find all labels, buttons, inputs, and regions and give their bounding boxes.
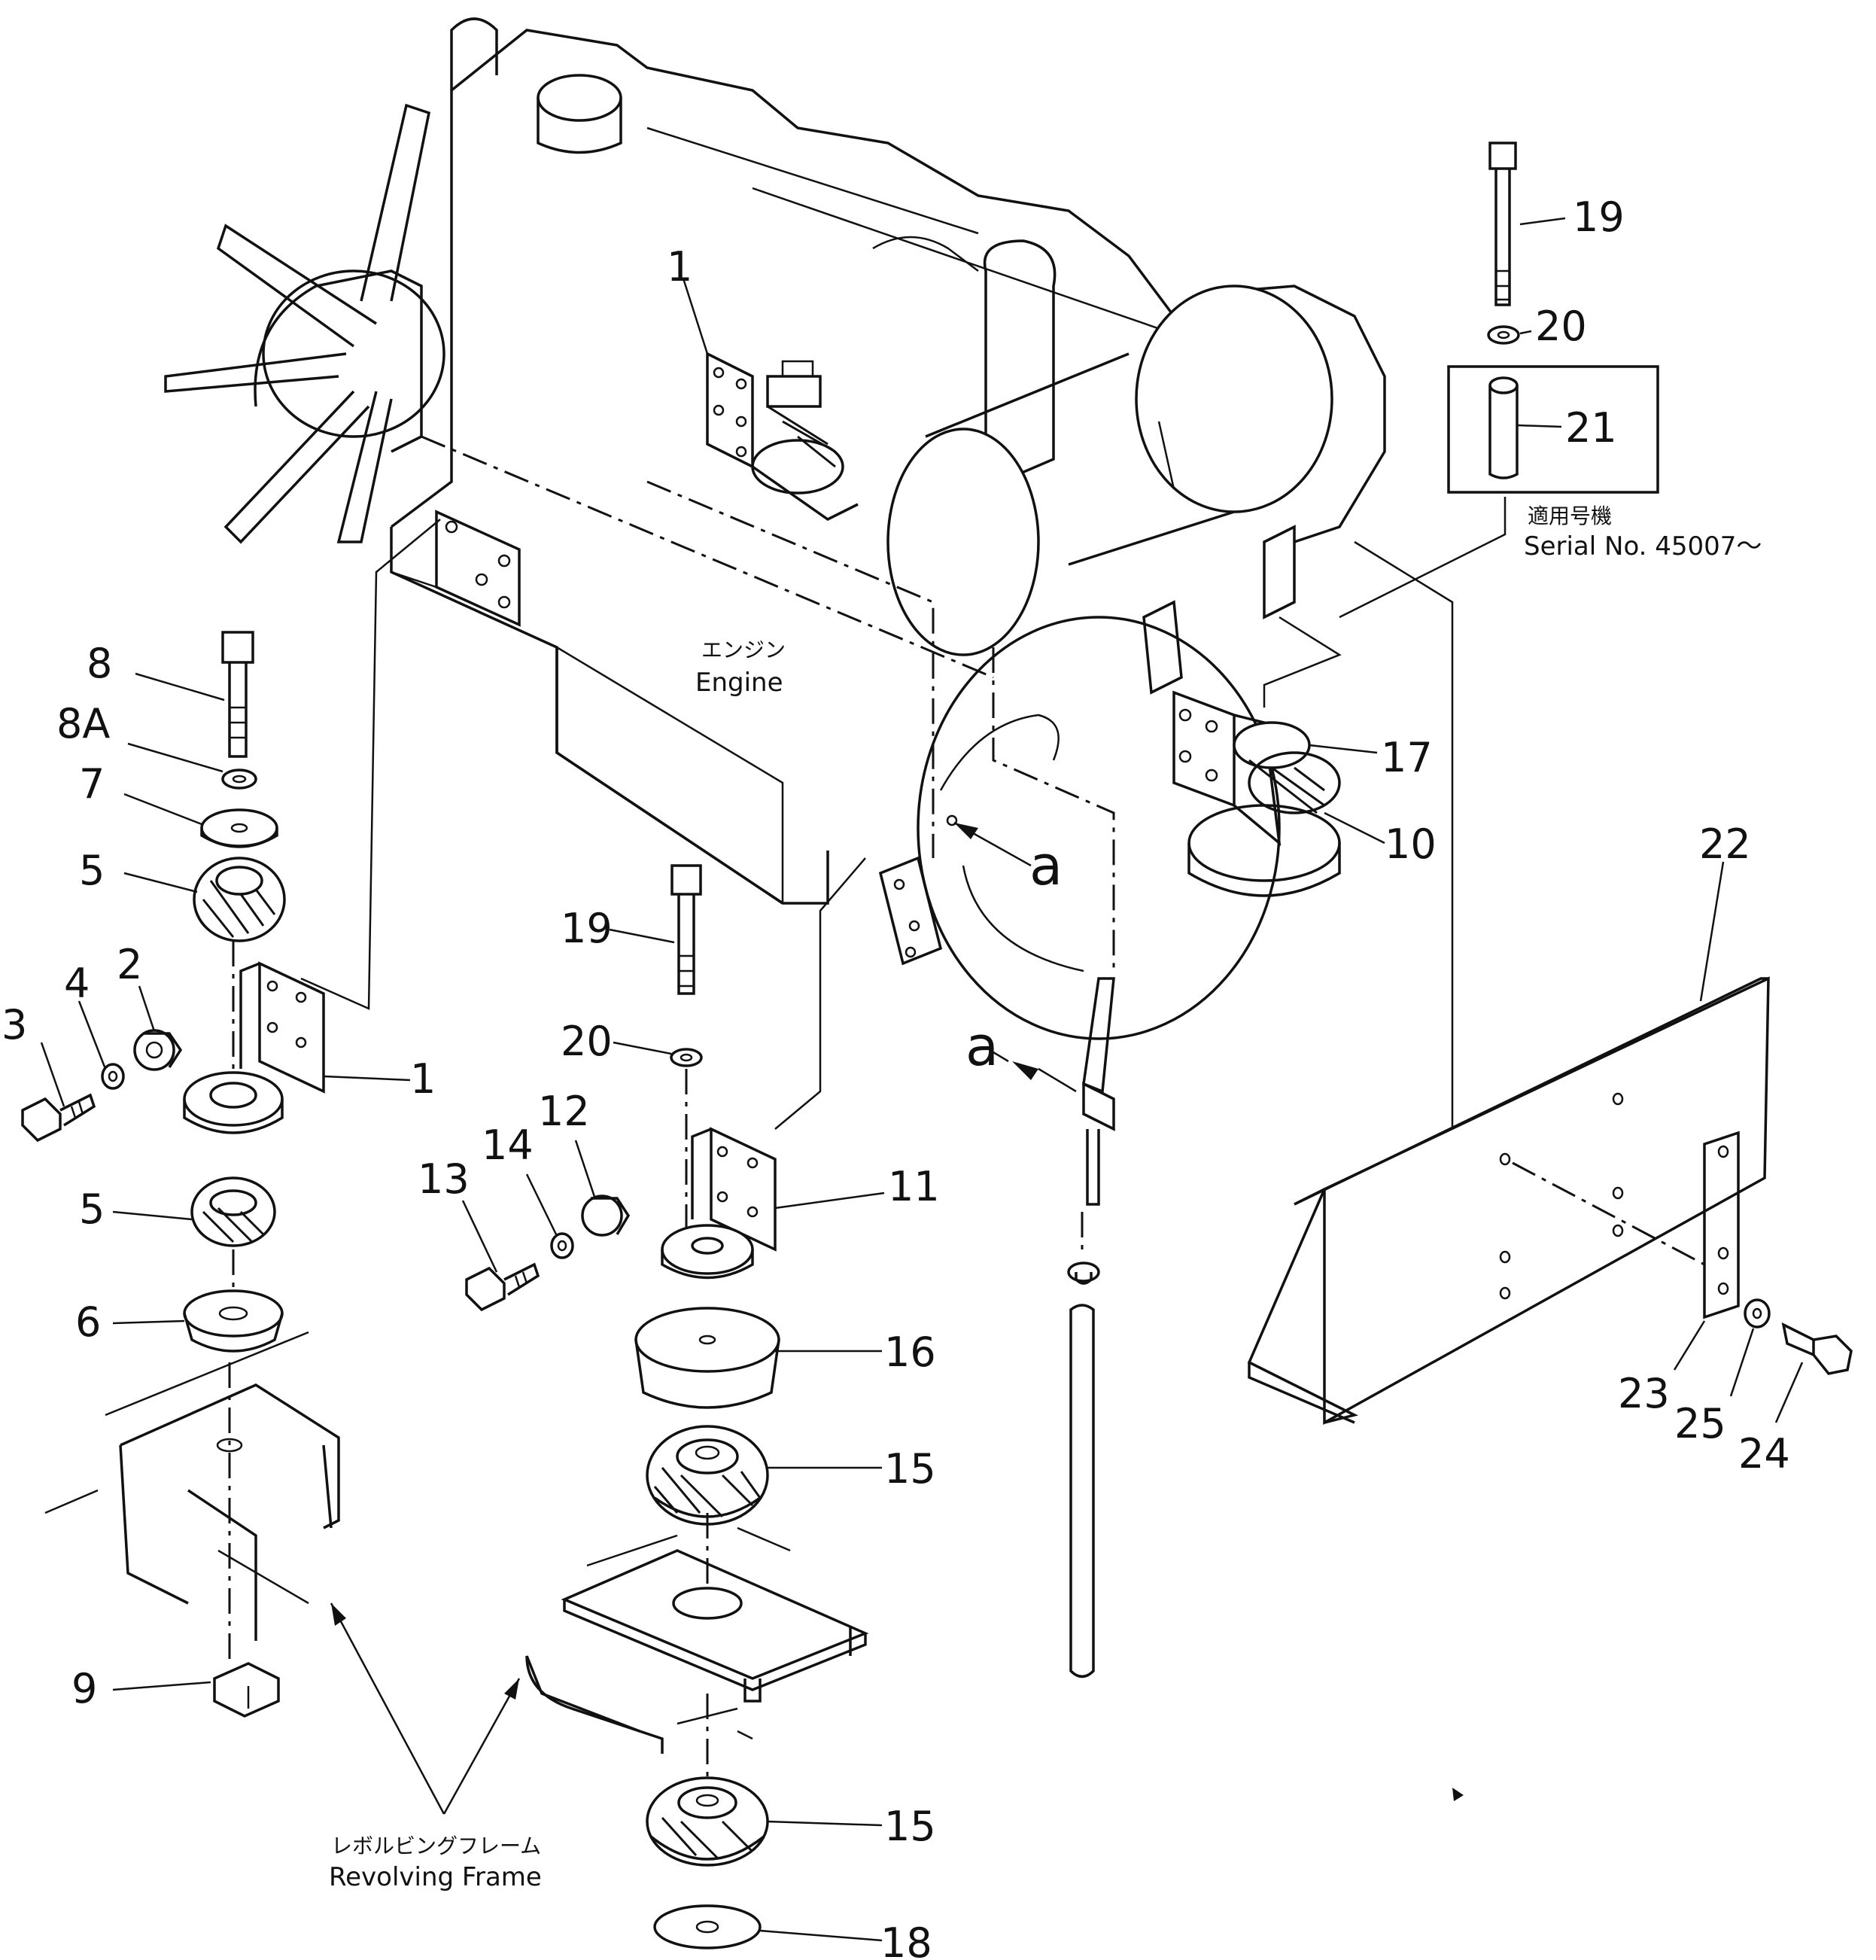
callout-1-engine: 1 <box>667 243 692 291</box>
callout-19-left: 19 <box>561 905 613 952</box>
callout-22: 22 <box>1699 820 1751 868</box>
engine-caption-jp: エンジン <box>701 638 786 662</box>
callout-9: 9 <box>71 1665 97 1712</box>
assembly-lines <box>300 435 1507 1130</box>
callout-14: 14 <box>482 1122 534 1169</box>
dipstick-assembly <box>1067 977 1115 1678</box>
callout-8a: 8A <box>56 700 110 747</box>
callout-4: 4 <box>64 960 90 1007</box>
callout-20-right: 20 <box>1535 303 1587 350</box>
callout-16: 16 <box>884 1328 936 1376</box>
callout-20-left: 20 <box>561 1018 613 1065</box>
callout-8: 8 <box>87 640 112 687</box>
leader-lines <box>40 217 1804 1942</box>
rear-cover-plate <box>1247 976 1853 1425</box>
frame-caption-jp: レボルビングフレーム <box>331 1834 541 1858</box>
callout-5-lower: 5 <box>79 1185 105 1233</box>
callout-10: 10 <box>1385 820 1437 868</box>
callout-17: 17 <box>1381 734 1433 781</box>
callout-3: 3 <box>2 1001 27 1048</box>
revolving-frame-left <box>44 1331 340 1641</box>
serial-frame <box>1447 365 1659 494</box>
callout-24: 24 <box>1738 1430 1790 1478</box>
callout-6: 6 <box>75 1298 101 1346</box>
serial-caption-en: Serial No. 45007～ <box>1524 531 1762 562</box>
callout-12: 12 <box>538 1088 590 1135</box>
view-marker-upper: a <box>1029 834 1063 897</box>
callout-5-upper: 5 <box>79 847 105 894</box>
serial-caption-jp: 適用号機 <box>1528 504 1612 528</box>
callout-11: 11 <box>888 1163 940 1210</box>
view-marker-lower: a <box>965 1015 999 1078</box>
callout-labels: 1 1 2 3 4 5 5 6 7 8 8A 9 10 11 12 13 14 … <box>2 193 1790 1960</box>
callout-19-right: 19 <box>1573 193 1625 241</box>
arrowheads <box>331 823 1464 1801</box>
callout-7: 7 <box>79 760 105 808</box>
callout-23: 23 <box>1618 1370 1670 1417</box>
frame-caption-en: Revolving Frame <box>329 1862 542 1892</box>
front-right-mount-stack <box>465 864 869 1949</box>
callout-25: 25 <box>1674 1400 1726 1447</box>
callout-2: 2 <box>117 941 142 988</box>
engine-assembly <box>164 17 1386 1040</box>
engine-caption-en: Engine <box>695 668 783 698</box>
serial-inset <box>1447 142 1659 494</box>
callout-18: 18 <box>880 1919 932 1960</box>
rear-engine-mount <box>1172 690 1341 897</box>
front-left-mount-stack <box>21 631 325 1718</box>
callout-13: 13 <box>418 1155 470 1203</box>
callout-15-lower: 15 <box>884 1803 936 1850</box>
callout-21: 21 <box>1565 404 1617 452</box>
callout-1-bracket: 1 <box>410 1055 436 1103</box>
callout-15-upper: 15 <box>884 1445 936 1493</box>
